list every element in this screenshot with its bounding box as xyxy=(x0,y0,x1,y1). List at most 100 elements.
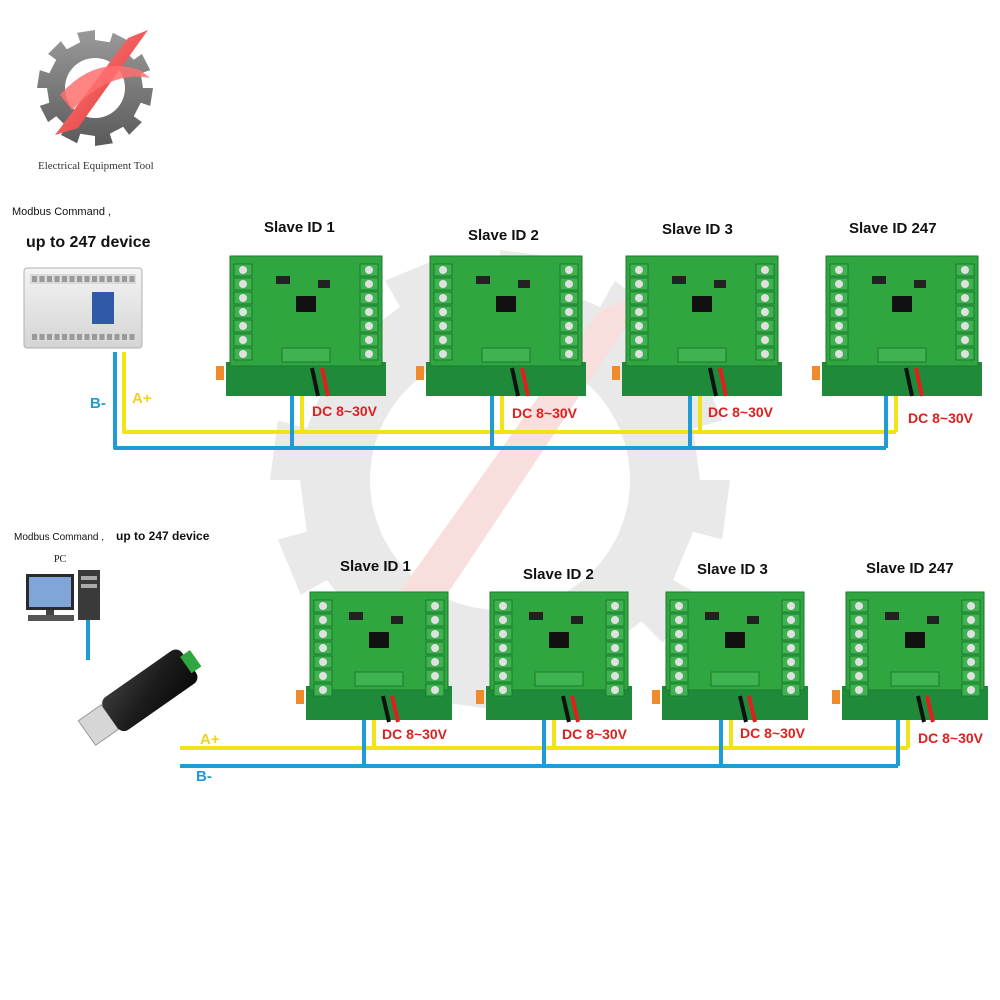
chip xyxy=(692,296,712,312)
slave-module-4 xyxy=(832,591,988,720)
bottom-bus-a-label: A+ xyxy=(200,731,220,748)
plc-terminal-pin xyxy=(69,276,75,282)
din-clip xyxy=(812,366,820,380)
bottom-power-label: DC 8~30V xyxy=(740,725,805,741)
screw-head xyxy=(431,672,439,680)
screw-head xyxy=(431,686,439,694)
top-slave-id-label: Slave ID 1 xyxy=(264,219,335,236)
din-clip xyxy=(832,690,840,704)
top-power-label: DC 8~30V xyxy=(512,405,577,421)
screw-head xyxy=(961,280,969,288)
screw-head xyxy=(611,630,619,638)
screw-head xyxy=(499,672,507,680)
plc-terminal-pin xyxy=(77,334,82,340)
screw-head xyxy=(787,658,795,666)
screw-head xyxy=(787,630,795,638)
screw-head xyxy=(787,672,795,680)
chip xyxy=(885,612,899,620)
plc-terminal-pin xyxy=(54,276,60,282)
plc-terminal-pin xyxy=(39,334,45,340)
plc-terminal-pin xyxy=(62,276,67,282)
screw-head xyxy=(611,644,619,652)
din-clip xyxy=(296,690,304,704)
screw-head xyxy=(855,644,863,652)
screw-head xyxy=(761,308,769,316)
monitor-screen xyxy=(29,577,71,607)
chip xyxy=(349,612,363,620)
chip xyxy=(747,616,759,624)
plc-terminal-pin xyxy=(54,334,60,340)
din-rail-base xyxy=(822,362,982,396)
plc-terminal-pin xyxy=(99,276,105,282)
power-terminal-block xyxy=(877,347,927,363)
power-terminal-block xyxy=(354,671,404,687)
chip xyxy=(476,276,490,284)
screw-head xyxy=(611,616,619,624)
screw-head xyxy=(967,672,975,680)
screw-head xyxy=(431,602,439,610)
screw-head xyxy=(499,644,507,652)
screw-head xyxy=(439,308,447,316)
screw-head xyxy=(635,336,643,344)
chip xyxy=(914,280,926,288)
plc-terminal-pin xyxy=(122,334,127,340)
power-wire-negative xyxy=(916,695,926,723)
screw-head xyxy=(761,294,769,302)
screw-head xyxy=(499,630,507,638)
screw-head xyxy=(787,686,795,694)
screw-head xyxy=(967,602,975,610)
plc-terminal-pin xyxy=(99,334,105,340)
screw-head xyxy=(635,322,643,330)
pc-icon xyxy=(26,570,100,621)
din-rail-base xyxy=(426,362,586,396)
power-wire-positive xyxy=(570,695,580,723)
screw-head xyxy=(675,644,683,652)
chip xyxy=(369,632,389,648)
power-wire-negative xyxy=(738,695,748,723)
chip xyxy=(571,616,583,624)
screw-head xyxy=(319,686,327,694)
screw-head xyxy=(675,686,683,694)
plc-terminal-pin xyxy=(32,334,37,340)
screw-head xyxy=(855,630,863,638)
screw-head xyxy=(611,686,619,694)
screw-head xyxy=(635,266,643,274)
plc-terminal-pin xyxy=(114,276,120,282)
screw-head xyxy=(761,280,769,288)
slave-module-3 xyxy=(612,255,782,396)
drive-bay xyxy=(81,584,97,588)
screw-head xyxy=(431,616,439,624)
power-terminal-block xyxy=(281,347,331,363)
bottom-power-label: DC 8~30V xyxy=(918,730,983,746)
screw-head xyxy=(967,616,975,624)
screw-head xyxy=(761,350,769,358)
screw-head xyxy=(967,658,975,666)
screw-head xyxy=(675,658,683,666)
screw-head xyxy=(439,350,447,358)
top-bus-a-wire xyxy=(122,352,896,434)
chip xyxy=(391,616,403,624)
power-terminal-block xyxy=(534,671,584,687)
screw-head xyxy=(365,308,373,316)
plc-terminal-pin xyxy=(129,334,135,340)
top-power-label: DC 8~30V xyxy=(908,410,973,426)
power-terminal-block xyxy=(677,347,727,363)
screw-head xyxy=(239,350,247,358)
plc-terminal-pin xyxy=(129,276,135,282)
top-bus-b-wire xyxy=(113,352,886,450)
top-power-label: DC 8~30V xyxy=(312,403,377,419)
power-wire-negative xyxy=(904,367,914,397)
screw-head xyxy=(439,280,447,288)
bottom-power-label: DC 8~30V xyxy=(382,726,447,742)
plc-terminal-pin xyxy=(92,276,97,282)
screw-head xyxy=(499,602,507,610)
plc-terminal-pin xyxy=(92,334,97,340)
din-clip xyxy=(416,366,424,380)
power-wire-positive xyxy=(925,695,935,723)
power-terminal-block xyxy=(890,671,940,687)
plc-terminal-pin xyxy=(77,276,82,282)
chip xyxy=(529,612,543,620)
chip xyxy=(905,632,925,648)
